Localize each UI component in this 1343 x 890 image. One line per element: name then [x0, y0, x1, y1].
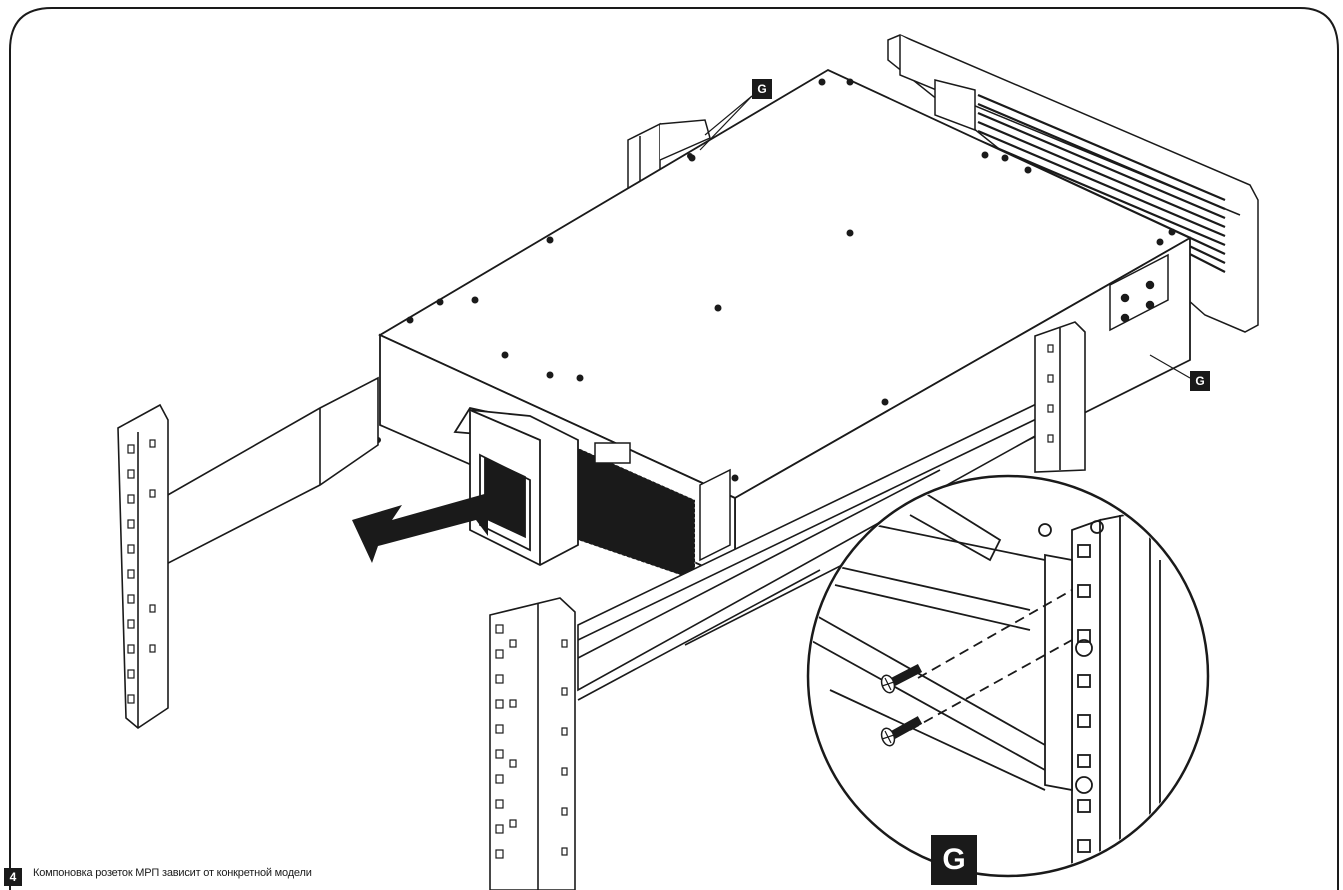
callout-g-right: G [1190, 371, 1210, 391]
step-caption: Компоновка розеток МРП зависит от конкре… [33, 867, 312, 879]
front-right-post-holes [495, 344, 1054, 859]
front-left-post-holes [127, 439, 156, 704]
pdu-module [453, 406, 579, 567]
rear-panel-vents [577, 442, 731, 581]
left-rail-arm [144, 376, 379, 577]
callout-g-top: G [752, 79, 772, 99]
detail-circle [806, 474, 1210, 878]
callout-leaders [699, 95, 1191, 379]
mounting-screws [880, 664, 923, 747]
diagram-frame [9, 7, 1339, 890]
front-left-rail-post [117, 403, 169, 729]
rear-right-bracket [1109, 253, 1169, 332]
step-number-badge: 4 [4, 868, 22, 886]
callout-g-detail: G [931, 835, 977, 885]
removal-arrow [352, 493, 488, 563]
detail-circle-content [810, 489, 1161, 871]
chassis-screws [375, 78, 1176, 515]
